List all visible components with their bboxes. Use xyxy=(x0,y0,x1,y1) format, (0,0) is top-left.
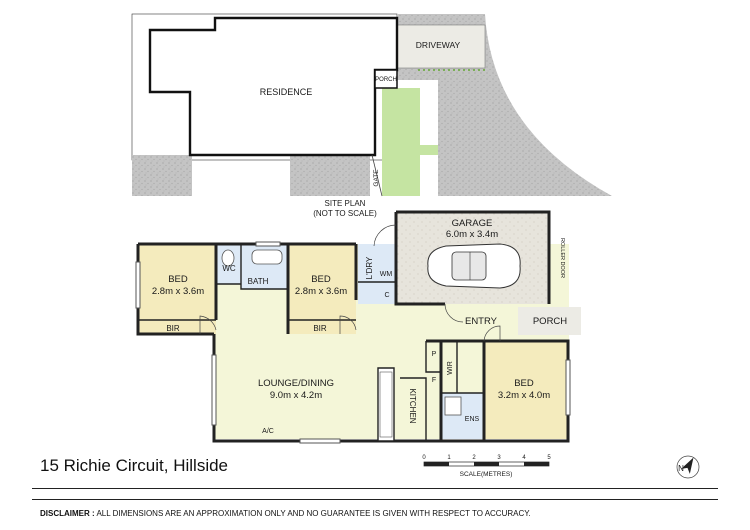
wc-label: WC xyxy=(222,264,236,273)
divider xyxy=(32,499,718,500)
door-swings xyxy=(199,224,501,342)
bath-label: BATH xyxy=(248,277,269,286)
wir-label: WIR xyxy=(447,361,454,375)
scale-bar: 0 1 2 3 4 5 SCALE(METRES) xyxy=(422,455,551,478)
lounge-size: 9.0m x 4.2m xyxy=(270,390,322,401)
bed2-label: BED xyxy=(311,274,331,285)
laundry-label: L'DRY xyxy=(365,256,374,279)
bed2-size: 2.8m x 3.6m xyxy=(295,286,347,297)
laundry-floor xyxy=(358,244,396,304)
bed1-floor xyxy=(138,244,216,334)
bed1-label: BED xyxy=(168,274,188,285)
scale-tick: 3 xyxy=(497,455,501,461)
site-porch-label: PORCH xyxy=(375,77,397,83)
gravel-left xyxy=(132,155,192,196)
site-plan-note: (NOT TO SCALE) xyxy=(313,209,377,218)
scale-tick: 5 xyxy=(547,455,551,461)
bed1-size: 2.8m x 3.6m xyxy=(152,286,204,297)
scale-tick: 2 xyxy=(472,455,476,461)
driveway-label: DRIVEWAY xyxy=(416,40,461,50)
roller-door-label: ROLLER DOOR xyxy=(559,238,565,278)
bed2-floor xyxy=(288,244,356,334)
disclaimer-text: ALL DIMENSIONS ARE AN APPROXIMATION ONLY… xyxy=(96,509,531,518)
disclaimer: DISCLAIMER : ALL DIMENSIONS ARE AN APPRO… xyxy=(40,509,531,518)
bathtub xyxy=(251,249,283,265)
cupboard-label: C xyxy=(384,292,389,299)
garage-size: 6.0m x 3.4m xyxy=(446,229,498,240)
site-porch xyxy=(374,69,398,89)
porch-label: PORCH xyxy=(533,316,567,327)
divider xyxy=(32,488,718,489)
bir1-label: BIR xyxy=(166,324,180,333)
fridge-label: F xyxy=(432,377,436,384)
bed3-size: 3.2m x 4.0m xyxy=(498,390,550,401)
gravel-center xyxy=(290,155,370,196)
porch-floor xyxy=(518,307,581,335)
windows xyxy=(135,241,571,444)
scale-tick: 4 xyxy=(522,455,526,461)
pantry-label: P xyxy=(432,351,437,358)
gate-line xyxy=(371,154,383,197)
disclaimer-label: DISCLAIMER : xyxy=(40,509,95,518)
site-plan: RESIDENCE DRIVEWAY PORCH GATE SITE PLAN … xyxy=(131,13,612,218)
bir2-label: BIR xyxy=(313,324,327,333)
toilet xyxy=(221,249,235,267)
compass-north-label: N xyxy=(678,464,684,473)
wm-label: WM xyxy=(380,271,393,278)
floor-plan-rooms: BED 2.8m x 3.6m BED 2.8m x 3.6m BED 3.2m… xyxy=(135,210,581,444)
scale-tick: 1 xyxy=(447,455,451,461)
garden-path xyxy=(382,88,438,196)
ensuite-label: ENS xyxy=(465,416,480,423)
north-compass-icon: N xyxy=(676,455,700,479)
kitchen-island xyxy=(379,371,393,438)
kitchen-label: KITCHEN xyxy=(408,388,417,423)
garage-label: GARAGE xyxy=(452,218,493,229)
lounge-label: LOUNGE/DINING xyxy=(258,378,334,389)
residence-label: RESIDENCE xyxy=(260,87,313,97)
car-icon xyxy=(427,243,521,289)
property-address: 15 Richie Circuit, Hillside xyxy=(40,456,229,475)
driveway xyxy=(396,24,486,69)
ac-label: A/C xyxy=(262,428,274,435)
bed3-floor xyxy=(484,341,568,439)
entry-label: ENTRY xyxy=(465,316,498,327)
scale-tick: 0 xyxy=(422,455,426,461)
gate-label: GATE xyxy=(373,169,380,187)
bed3-label: BED xyxy=(514,378,534,389)
shower xyxy=(444,396,462,416)
site-plan-caption: SITE PLAN xyxy=(325,199,366,208)
scale-label: SCALE(METRES) xyxy=(460,471,513,478)
